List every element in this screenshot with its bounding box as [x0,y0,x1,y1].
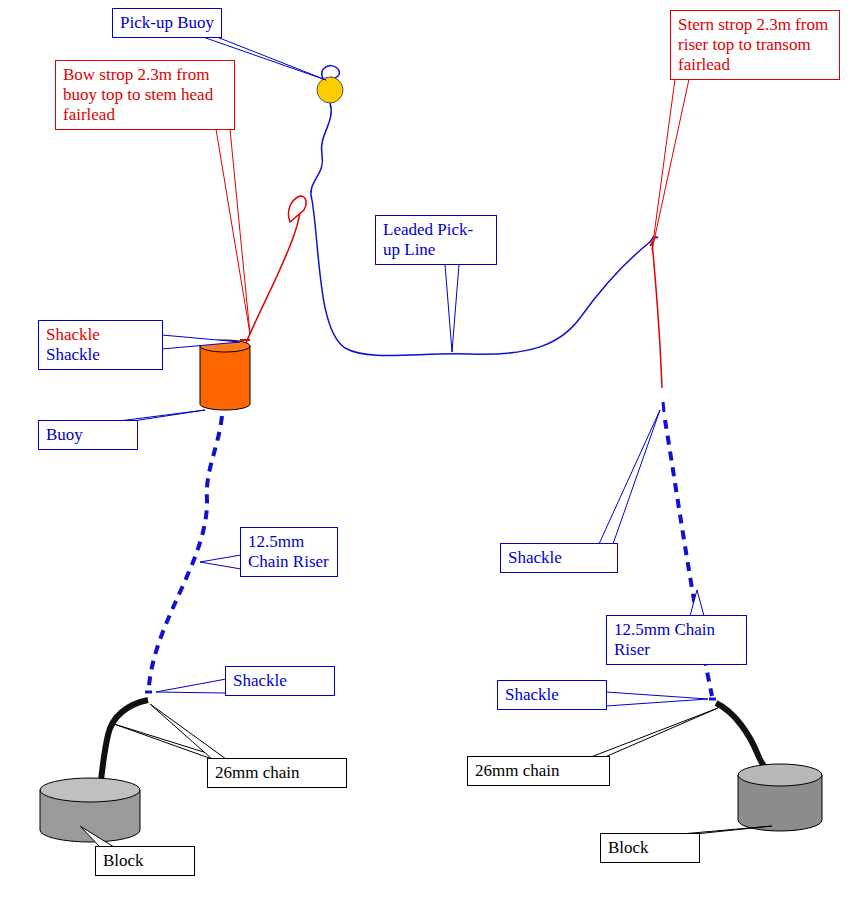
callout-text: 12.5mm Chain Riser [614,620,739,660]
callout-text: Bow strop 2.3m from buoy top to stem hea… [63,65,227,125]
callout-text: Shackle [233,671,327,691]
callout-pointer [652,79,689,250]
callout-pointer [80,826,114,847]
callout-text: Shackle [46,325,155,345]
callout-text: 26mm chain [475,761,602,781]
callout-pointer [156,679,226,693]
callout-box: ShackleShackle [38,320,163,370]
callout-box: 26mm chain [207,758,347,788]
callout-text: Shackle [508,548,610,568]
bow-strop-eye [288,196,306,222]
callout-box: Leaded Pick-up Line [375,215,497,265]
callout-pointer [150,704,226,759]
callout-pointer [162,335,240,349]
ground-chain [100,700,148,790]
callout-box: Shackle [500,543,618,573]
callout-pointer [445,264,459,352]
callout-box: Block [600,833,700,863]
callout-text: Block [103,851,187,871]
callout-text: Buoy [46,425,130,445]
callout-box: Stern strop 2.3m from riser top to trans… [670,10,840,80]
callout-pointer [200,555,241,569]
shackle-symbol [240,339,250,341]
leaded-pick-up-line [312,200,658,356]
callout-pointer [591,708,718,757]
callout-text: Block [608,838,692,858]
shackle-symbol [145,691,152,694]
callout-box: Shackle [225,666,335,696]
callout-text: Pick-up Buoy [120,13,214,33]
callout-text: 12.5mm Chain Riser [248,532,330,572]
callout-pointer [690,590,704,616]
callout-box: Pick-up Buoy [112,8,222,38]
callout-box: 26mm chain [467,756,610,786]
callout-text: Shackle [505,685,599,705]
callout-pointer [216,129,250,334]
callout-text: Shackle [46,345,155,365]
buoy-symbol [200,346,250,410]
shackle-symbol [709,698,716,701]
callout-box: Block [95,846,195,876]
callout-text: Stern strop 2.3m from riser top to trans… [678,15,832,75]
callout-box: 12.5mm Chain Riser [606,615,747,665]
chain-riser [149,416,222,686]
callout-pointer [599,410,660,544]
callout-box: Buoy [38,420,138,450]
stern-strop [652,242,662,388]
callout-box: 12.5mm Chain Riser [240,527,338,577]
callout-box: Bow strop 2.3m from buoy top to stem hea… [55,60,235,130]
block-top [738,764,822,786]
callout-text: Leaded Pick-up Line [383,220,489,260]
callout-text: 26mm chain [215,763,339,783]
callout-pointer [606,692,708,706]
shackle-symbol [663,402,664,412]
callout-box: Shackle [497,680,607,710]
block-top [40,778,140,802]
pick-up-buoy-symbol [317,77,343,103]
pick-up-line [311,103,331,200]
